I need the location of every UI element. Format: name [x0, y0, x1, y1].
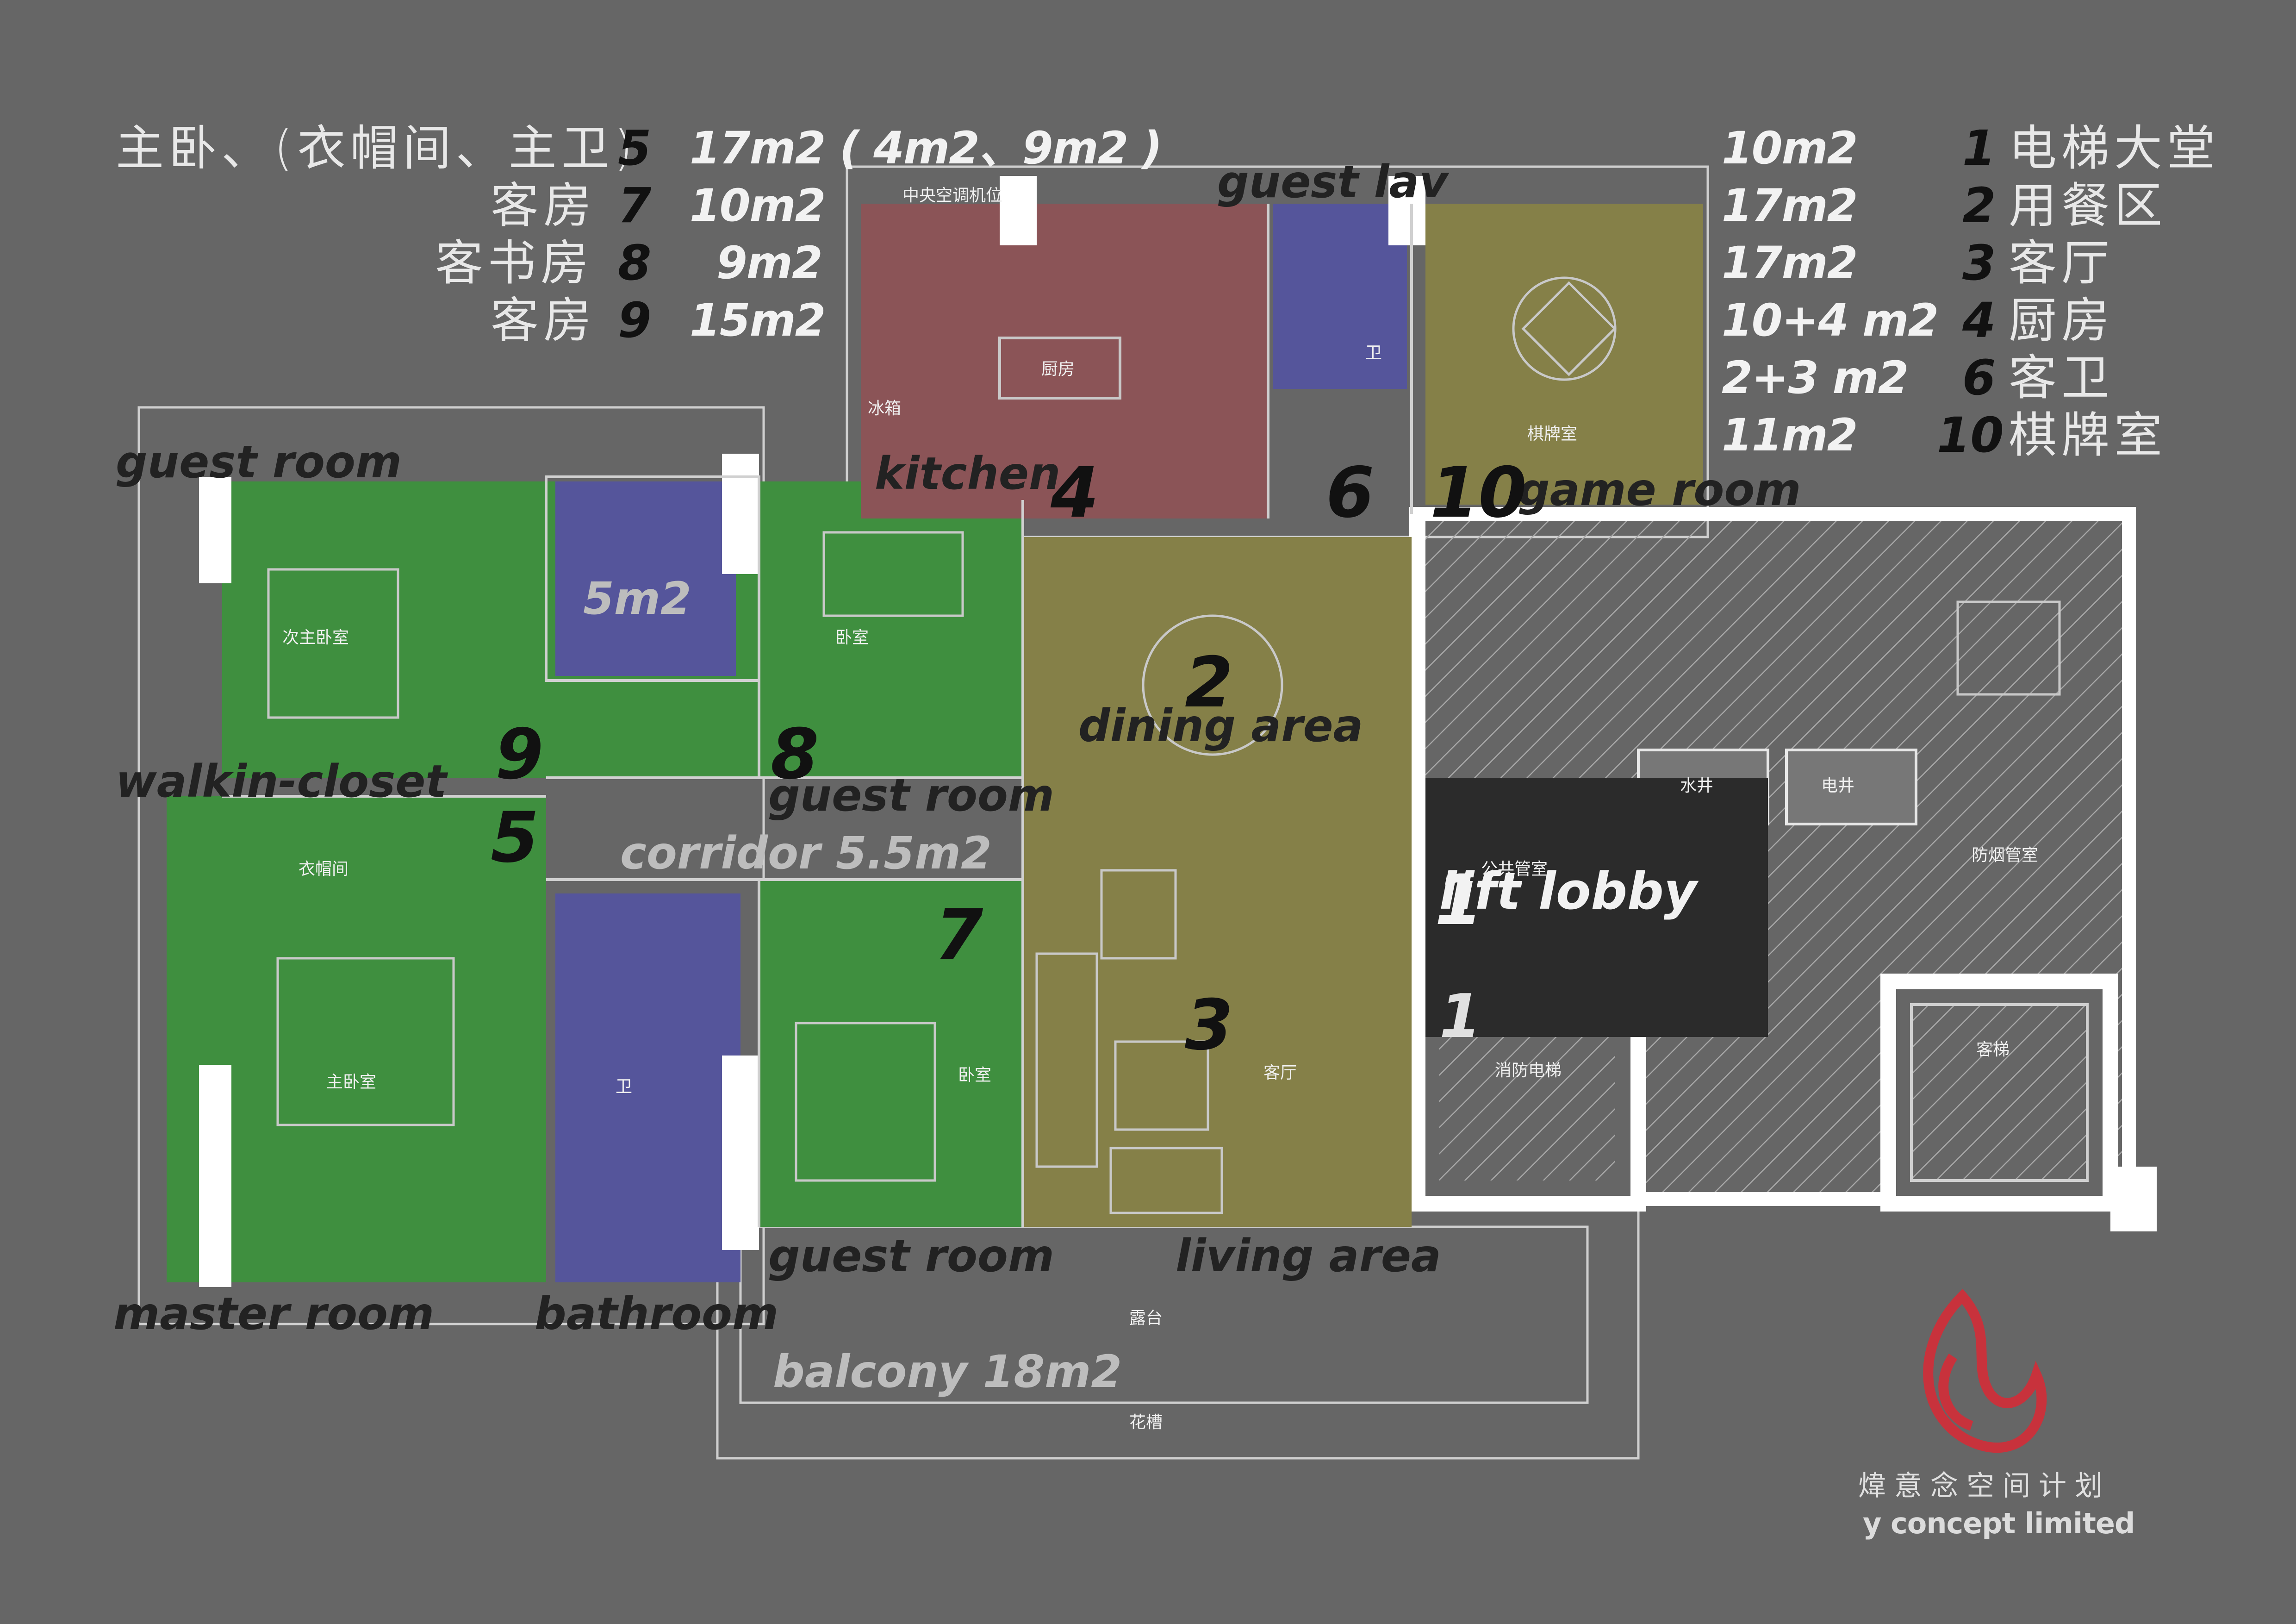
plan-text-lift-right: 客梯 — [1976, 1040, 2010, 1059]
plan-text-smoke-shaft: 防烟管室 — [1972, 846, 2039, 865]
legend-right-area-4: 2+3 m2 — [1722, 352, 1909, 404]
room-number-4: 4 — [1051, 453, 1099, 533]
room-number-6: 6 — [1326, 453, 1375, 533]
legend-right-num-1: 2 — [1962, 177, 1996, 234]
legend-right-num-5: 10 — [1937, 407, 2004, 463]
legend-left-name-0: 主卧、(衣帽间、主卫) — [116, 120, 638, 176]
walls — [199, 176, 1425, 1287]
logo-english: y concept limited — [1863, 1506, 2135, 1540]
legend-right-name-1: 用餐区 — [2009, 177, 2167, 234]
legend-right-name-3: 厨房 — [2009, 292, 2115, 349]
legend-right-num-0: 1 — [1962, 120, 1996, 176]
plan-text-planter: 花槽 — [1129, 1413, 1163, 1432]
room-number-9: 9 — [495, 714, 544, 795]
plan-text-fire-lift: 消防电梯 — [1495, 1061, 1562, 1080]
plan-text-wardrobe: 衣帽间 — [299, 860, 349, 879]
legend-right-area-3: 10+4 m2 — [1722, 294, 1939, 346]
legend-right-area-5: 11m2 — [1722, 409, 1858, 461]
room-number-1: 1 — [1435, 860, 1483, 941]
label-living-area: living area — [1176, 1230, 1441, 1282]
legend-right-area-0: 10m2 — [1722, 122, 1858, 174]
guest-lav-fill — [1273, 204, 1407, 389]
stair-core — [1408, 507, 2157, 1231]
lift-lobby-fill — [1416, 778, 1768, 1037]
plan-text-bedroom-a: 卧室 — [835, 628, 869, 647]
legend-left-area-3: 15m2 — [690, 294, 826, 346]
bath-mid-fill — [555, 893, 740, 1282]
legend-left-area-1: 10m2 — [690, 180, 826, 231]
plan-text-kitchen-cn: 厨房 — [1041, 360, 1075, 379]
dining-living-fill — [1023, 537, 1412, 1227]
label-walkin-closet: walkin-closet — [116, 756, 447, 807]
legend-right-num-2: 3 — [1962, 235, 1996, 291]
plan-text-fridge: 冰箱 — [868, 399, 902, 418]
plan-text-elec-shaft: 电井 — [1821, 776, 1855, 795]
label-balcony: balcony 18m2 — [773, 1346, 1122, 1398]
logo-flame-icon — [1923, 1288, 2047, 1453]
plan-text-second-master: 次主卧室 — [282, 628, 349, 647]
label-lift-lobby: lift lobby — [1439, 862, 1697, 921]
room-number-8: 8 — [771, 714, 819, 795]
furniture — [267, 276, 2061, 1214]
plan-text-ac: 中央空调机位 — [902, 186, 1003, 205]
legend-left-num-3: 9 — [618, 292, 652, 349]
label-kitchen: kitchen — [875, 448, 1061, 500]
label-master-room: master room — [113, 1288, 434, 1340]
legend-left-name-1: 客房 — [491, 177, 597, 234]
plan-text-pipe-room: 公共管室 — [1481, 860, 1548, 879]
legend-right-num-3: 4 — [1962, 292, 1996, 349]
legend-right-num-4: 6 — [1962, 350, 1996, 406]
logo-chinese: 煒意念空间计划 — [1858, 1470, 2111, 1502]
label-bathroom: bathroom — [535, 1288, 779, 1340]
plan-text-living-cn: 客厅 — [1263, 1063, 1297, 1082]
game-room-fill — [1425, 204, 1703, 505]
bath-top-fill — [555, 481, 736, 676]
plan-text-water-shaft: 水井 — [1680, 776, 1714, 795]
plan-text-bedroom-b: 卧室 — [958, 1066, 992, 1085]
room-number-3: 3 — [1185, 985, 1233, 1066]
label-guest-room-top: guest room — [116, 436, 402, 488]
label-game-room: game room — [1518, 464, 1801, 516]
guest-room-7-fill — [759, 880, 1023, 1227]
kitchen-fill — [861, 204, 1268, 518]
room-number-10: 10 — [1430, 453, 1527, 533]
legend-left-num-2: 8 — [618, 235, 652, 291]
room-number-1b: 1 — [1439, 981, 1481, 1051]
legend-left-num-1: 7 — [618, 177, 652, 234]
legend-left-name-3: 客房 — [491, 292, 597, 349]
label-guest-room-bottom: guest room — [768, 1230, 1054, 1282]
room-number-7: 7 — [935, 895, 983, 975]
legend-right-area-1: 17m2 — [1722, 180, 1858, 231]
bedroom-8-fill — [759, 481, 1023, 778]
plan-text-game-cn: 棋牌室 — [1527, 425, 1578, 443]
legend-left-name-2: 客书房 — [435, 235, 594, 291]
legend-left-area-2: 9m2 — [716, 237, 823, 289]
room-fills — [167, 204, 1768, 1282]
label-bath-area: 5m2 — [583, 573, 691, 625]
room-number-2: 2 — [1185, 643, 1233, 723]
legend-right-name-0: 电梯大堂 — [2009, 120, 2220, 176]
legend-right-name-5: 棋牌室 — [2009, 407, 2167, 463]
partitions — [222, 204, 2089, 1227]
label-dining-area: dining area — [1078, 700, 1363, 752]
legend-left-num-0: 5 — [618, 120, 652, 176]
plan-text-bath-cn: 卫 — [1365, 344, 1382, 362]
plan-text-bath-cn2: 卫 — [616, 1077, 633, 1096]
label-corridor: corridor 5.5m2 — [620, 827, 992, 879]
legend-right-name-4: 客卫 — [2009, 350, 2115, 406]
plan-text-master-bed: 主卧室 — [326, 1073, 377, 1092]
legend-right-name-2: 客厅 — [2009, 235, 2115, 291]
label-guest-room-mid: guest room — [768, 769, 1054, 821]
legend-right-area-2: 17m2 — [1722, 237, 1858, 289]
room-number-5: 5 — [491, 798, 539, 878]
label-guest-lav: guest lav — [1217, 156, 1448, 208]
legend-left-area-0: 17m2 ( 4m2、9m2 ) — [690, 122, 1163, 174]
plan-text-terrace: 露台 — [1129, 1309, 1163, 1328]
